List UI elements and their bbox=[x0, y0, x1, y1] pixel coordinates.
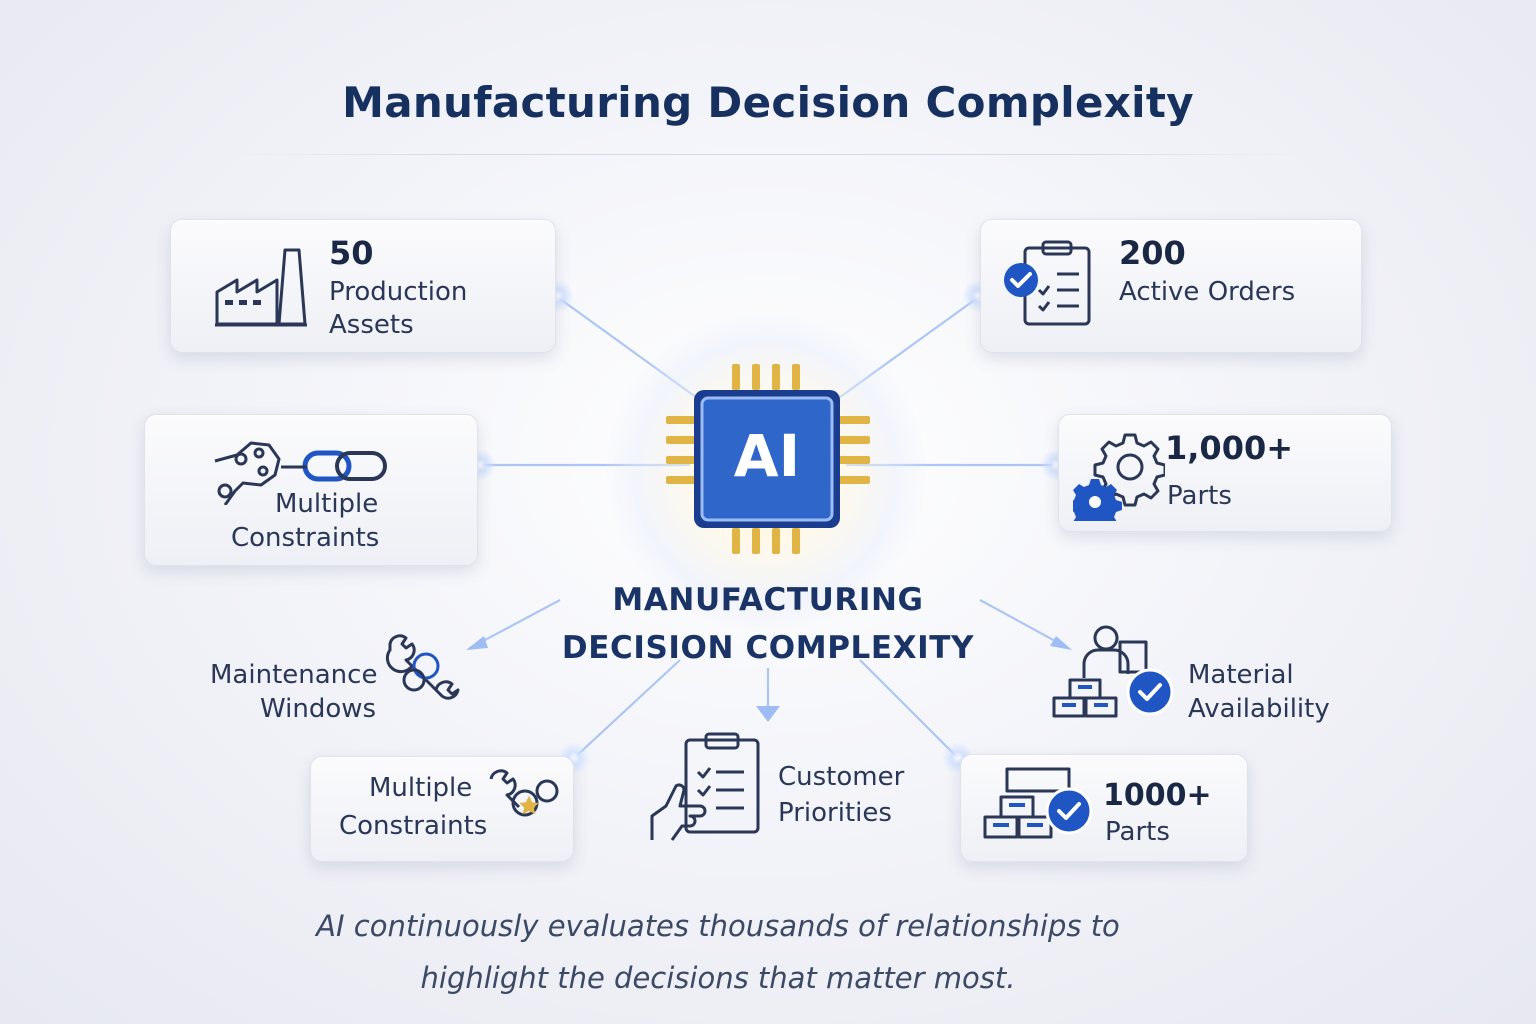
center-title-line-1: MANUFACTURING bbox=[612, 582, 924, 618]
parts-bottom-label: Parts bbox=[1105, 817, 1170, 847]
worker-boxes-icon bbox=[1052, 625, 1174, 718]
card-active-orders: 200 Active Orders bbox=[980, 219, 1362, 353]
footnote: AI continuously evaluates thousands of r… bbox=[230, 900, 1206, 1004]
center-title-line-2: DECISION COMPLEXITY bbox=[561, 630, 975, 666]
card-parts-top: 1,000+ Parts bbox=[1058, 414, 1392, 532]
wrench-gear-icon bbox=[385, 634, 460, 700]
customer-label-1: Customer bbox=[778, 762, 905, 792]
parts-bottom-value: 1000+ bbox=[1103, 778, 1212, 813]
card-multiple-constraints-top: Multiple Constraints bbox=[144, 414, 478, 566]
clipboard-hand-icon bbox=[650, 732, 760, 841]
footnote-line-2: highlight the decisions that matter most… bbox=[420, 961, 1016, 995]
material-label-1: Material bbox=[1188, 660, 1294, 690]
factory-icon bbox=[215, 248, 307, 327]
ray-parts-bottom bbox=[859, 659, 961, 761]
constraints-top-label-2: Constraints bbox=[231, 523, 380, 553]
active-orders-label: Active Orders bbox=[1119, 277, 1296, 307]
gears-icon bbox=[1073, 433, 1165, 521]
boxes-check-icon bbox=[983, 767, 1093, 839]
clipboard-check-icon bbox=[1004, 240, 1091, 326]
card-parts-bottom: 1000+ Parts bbox=[960, 754, 1248, 862]
footnote-line-1: AI continuously evaluates thousands of r… bbox=[316, 909, 1120, 943]
constraints-bottom-label-2: Constraints bbox=[339, 811, 488, 841]
customer-label-2: Priorities bbox=[778, 798, 892, 828]
title-divider bbox=[232, 154, 1304, 155]
ray-constraints-bottom bbox=[571, 659, 681, 761]
active-orders-value: 200 bbox=[1119, 234, 1186, 272]
ray-material bbox=[979, 599, 1069, 649]
arrowhead-customer bbox=[756, 706, 780, 722]
production-assets-label-2: Assets bbox=[329, 310, 414, 340]
ai-chip-icon bbox=[666, 364, 870, 554]
production-assets-label-1: Production bbox=[329, 277, 468, 307]
arrowhead-material bbox=[1050, 636, 1072, 650]
center-title: MANUFACTURING DECISION COMPLEXITY bbox=[520, 576, 1016, 672]
material-label-2: Availability bbox=[1188, 694, 1330, 724]
maintenance-label-2: Windows bbox=[260, 694, 377, 724]
ai-chip-label: AI bbox=[733, 422, 801, 490]
constraints-bottom-label-1: Multiple bbox=[369, 773, 473, 803]
chain-links-icon bbox=[214, 441, 387, 505]
maintenance-label-1: Maintenance bbox=[210, 660, 378, 690]
card-production-assets: 50 Production Assets bbox=[170, 219, 556, 353]
card-multiple-constraints-bottom: Multiple Constraints bbox=[310, 756, 574, 862]
production-assets-value: 50 bbox=[329, 234, 374, 272]
page-title: Manufacturing Decision Complexity bbox=[342, 78, 1194, 127]
arrowhead-maintenance bbox=[466, 636, 488, 650]
wrench-gear-icon bbox=[489, 769, 559, 817]
parts-top-label: Parts bbox=[1167, 481, 1232, 511]
constraints-top-label-1: Multiple bbox=[275, 489, 379, 519]
parts-top-value: 1,000+ bbox=[1165, 429, 1294, 467]
